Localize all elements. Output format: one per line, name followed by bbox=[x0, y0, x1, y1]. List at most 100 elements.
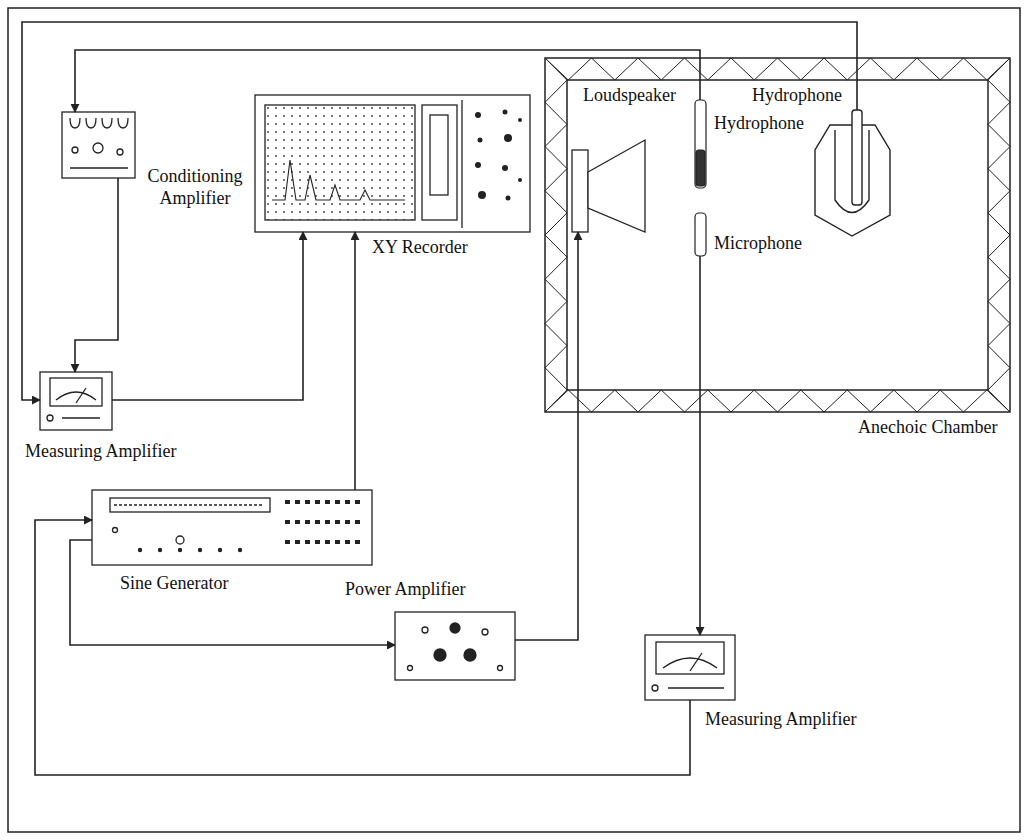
circle-shape bbox=[503, 110, 508, 115]
sine-generator-drawing bbox=[92, 490, 372, 565]
equipment-node: Loudspeaker bbox=[572, 140, 645, 232]
polygon-shape bbox=[588, 140, 645, 232]
signal-wire bbox=[75, 50, 700, 112]
path-shape bbox=[663, 658, 717, 668]
polyline-shape bbox=[272, 160, 405, 200]
microphone-drawing bbox=[695, 213, 706, 256]
line-shape bbox=[62, 417, 100, 418]
rect-shape bbox=[255, 95, 530, 232]
knob-mark bbox=[305, 540, 310, 544]
signal-wire bbox=[112, 232, 303, 400]
knob-mark bbox=[295, 540, 300, 544]
loudspeaker-drawing bbox=[572, 140, 645, 232]
circle-shape bbox=[502, 165, 508, 171]
equipment-label: Hydrophone bbox=[714, 112, 804, 134]
rect-shape bbox=[695, 213, 706, 256]
equipment-label: Loudspeaker bbox=[583, 84, 676, 106]
circle-shape bbox=[176, 536, 184, 544]
equipment-label: Conditioning Amplifier bbox=[140, 165, 250, 209]
rect-shape bbox=[50, 378, 102, 406]
rect-shape bbox=[430, 115, 448, 195]
rect-shape bbox=[572, 150, 588, 232]
circle-shape bbox=[518, 118, 522, 122]
circle-shape bbox=[478, 191, 486, 199]
equipment-label: Measuring Amplifier bbox=[25, 440, 176, 462]
rect-shape bbox=[40, 372, 112, 430]
rect-shape bbox=[422, 105, 457, 220]
circle-shape bbox=[475, 112, 481, 118]
knob-mark bbox=[335, 540, 340, 544]
knob-mark bbox=[305, 520, 310, 524]
knob-mark bbox=[325, 520, 330, 524]
equipment-node: Sine Generator bbox=[92, 490, 372, 565]
path-shape bbox=[114, 504, 264, 505]
rect-shape bbox=[62, 112, 135, 178]
circle-shape bbox=[93, 143, 103, 153]
rect-shape bbox=[265, 105, 415, 220]
power-amplifier-drawing bbox=[395, 612, 515, 680]
circle-shape bbox=[498, 666, 503, 671]
wall-hatch bbox=[545, 58, 1010, 80]
signal-wire bbox=[515, 232, 578, 640]
knob-mark bbox=[315, 520, 320, 524]
line-shape bbox=[668, 687, 724, 688]
xy-recorder-drawing bbox=[255, 95, 530, 232]
rect-shape bbox=[656, 642, 724, 674]
circle-shape bbox=[652, 685, 658, 691]
knob-mark bbox=[355, 540, 360, 544]
line-shape bbox=[461, 100, 462, 228]
circle-shape bbox=[117, 149, 123, 155]
knob-mark bbox=[178, 548, 182, 552]
equipment-node: Microphone bbox=[695, 213, 706, 256]
knob-mark bbox=[355, 520, 360, 524]
wall-hatch bbox=[545, 390, 1010, 412]
circle-shape bbox=[72, 147, 78, 153]
path-shape bbox=[56, 392, 96, 400]
knob-mark bbox=[345, 520, 350, 524]
knob-mark bbox=[325, 540, 330, 544]
equipment-node: Hydrophone bbox=[815, 110, 890, 236]
signal-wire bbox=[354, 232, 356, 490]
equipment-label: Measuring Amplifier bbox=[705, 708, 856, 730]
measuring-amplifier-drawing bbox=[40, 372, 112, 430]
knob-mark bbox=[305, 500, 310, 504]
circle-shape bbox=[422, 627, 428, 633]
g-shape bbox=[475, 110, 522, 201]
equipment-label: Anechoic Chamber bbox=[858, 416, 997, 438]
rect-shape bbox=[545, 58, 1010, 412]
equipment-node: Anechoic ChamberLoudspeakerHydrophoneHyd… bbox=[545, 58, 1010, 412]
knob-mark bbox=[138, 548, 142, 552]
line-shape bbox=[70, 167, 128, 168]
knob-mark bbox=[335, 520, 340, 524]
circle-shape bbox=[434, 649, 446, 661]
circle-shape bbox=[408, 666, 413, 671]
outer-frame bbox=[8, 8, 1020, 832]
circle-shape bbox=[506, 196, 511, 201]
signal-wire bbox=[699, 256, 701, 635]
knob-mark bbox=[295, 500, 300, 504]
signal-wire bbox=[35, 520, 690, 775]
signal-wire bbox=[22, 22, 857, 400]
conditioning-amplifier-drawing bbox=[62, 112, 135, 178]
knob-mark bbox=[285, 500, 290, 504]
circle-shape bbox=[475, 162, 481, 168]
circle-shape bbox=[450, 623, 460, 633]
wall-hatch bbox=[545, 58, 567, 412]
knob-mark bbox=[285, 520, 290, 524]
equipment-node: Conditioning Amplifier bbox=[62, 112, 135, 178]
knob-mark bbox=[315, 500, 320, 504]
knob-mark bbox=[335, 500, 340, 504]
rect-shape bbox=[695, 100, 706, 188]
line-shape bbox=[76, 388, 86, 403]
equipment-label: Hydrophone bbox=[752, 84, 842, 106]
knob-mark bbox=[158, 548, 162, 552]
hydrophone-drawing bbox=[695, 100, 706, 188]
circle-shape bbox=[113, 528, 118, 533]
equipment-node: XY Recorder bbox=[255, 95, 530, 232]
equipment-node: Hydrophone bbox=[695, 100, 706, 188]
knob-mark bbox=[218, 548, 222, 552]
rect-shape bbox=[92, 490, 372, 565]
circle-shape bbox=[478, 138, 483, 143]
line-shape bbox=[690, 653, 702, 671]
